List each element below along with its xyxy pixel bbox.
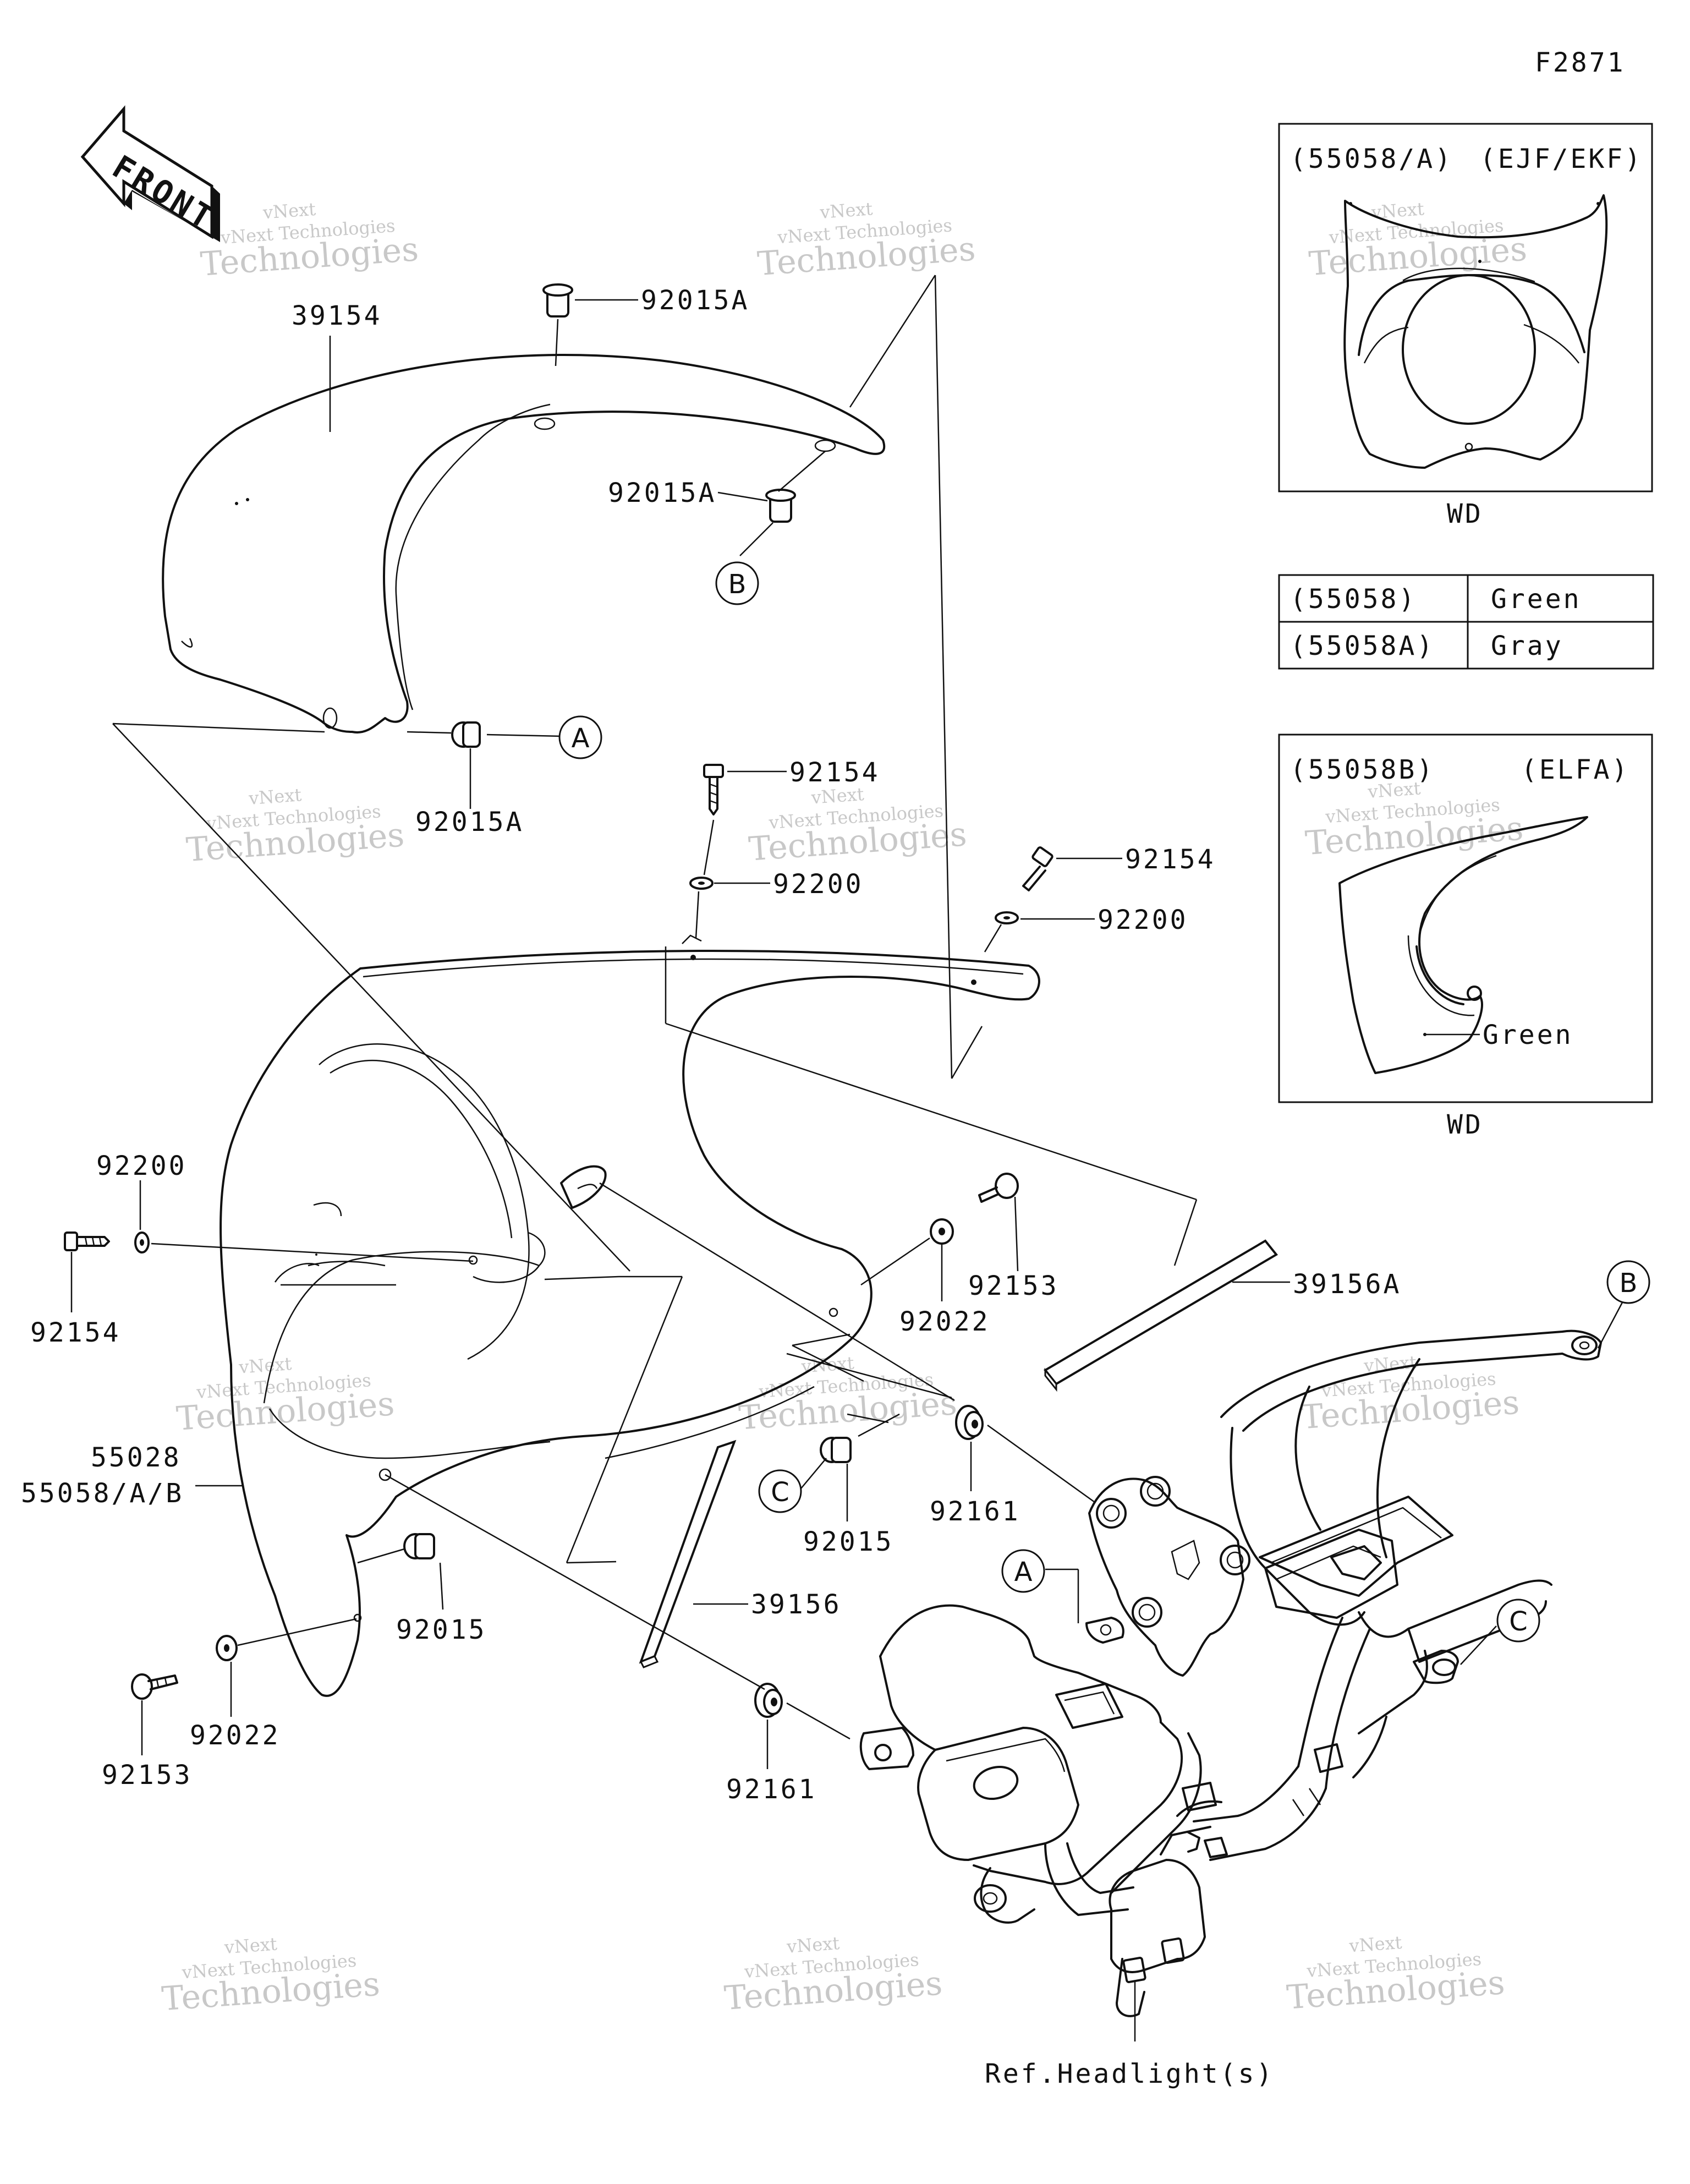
upper-cowl: [220, 934, 1040, 1697]
front-arrow-icon: FRONT: [80, 105, 222, 242]
bolt-92153-right: [978, 1173, 1019, 1203]
label-92015A-left: 92015A: [415, 807, 524, 838]
callout-c2-letter: C: [1509, 1606, 1528, 1637]
watermark-line1: vNext: [1370, 198, 1425, 223]
label-39156A: 39156A: [1293, 1269, 1401, 1300]
label-92200-top: 92200: [773, 869, 864, 900]
bolt-92154-left: [64, 1231, 110, 1251]
watermark-line1: vNext: [810, 784, 864, 808]
label-92200-left: 92200: [96, 1151, 187, 1181]
bolt-92154-top: [703, 764, 724, 815]
callout-b2-letter: B: [1620, 1268, 1638, 1299]
label-92161-left: 92161: [726, 1774, 817, 1805]
inset-top-caption: WD: [1447, 499, 1483, 529]
callout-b1-letter: B: [728, 569, 747, 600]
watermark-line1: vNext: [1367, 778, 1421, 802]
callout-b-windshield: B: [715, 561, 759, 605]
color-table-row2-part: (55058A): [1290, 631, 1435, 661]
inset-bottom-caption: WD: [1447, 1109, 1483, 1140]
label-92154-right: 92154: [1125, 844, 1216, 875]
seal-strip-39156: [639, 1439, 737, 1668]
seal-strip-39156A: [1043, 1239, 1279, 1392]
watermark: vNext vNext Technologies Technologies: [161, 1934, 381, 2019]
label-92161-right: 92161: [930, 1496, 1020, 1527]
inset-ejf-ekf: (55058/A) (EJF/EKF) WD: [1278, 123, 1653, 529]
windshield: [162, 353, 885, 734]
watermark: vNext vNext Technologies Technologies: [756, 198, 976, 283]
label-92154-top: 92154: [789, 757, 880, 788]
watermark: vNext vNext Technologies Technologies: [1286, 1932, 1506, 2017]
inset-top-variant: (EJF/EKF): [1480, 144, 1643, 174]
callout-a2-letter: A: [1014, 1557, 1033, 1588]
label-92022-left: 92022: [190, 1720, 281, 1751]
callout-a-bracket: A: [1001, 1549, 1045, 1593]
callout-c1-letter: C: [771, 1477, 789, 1508]
inset-bottom-part: (55058B): [1290, 754, 1435, 785]
callout-c-cowl: C: [758, 1469, 802, 1513]
well-nut-92015A-top: [542, 283, 573, 318]
label-92015A-top: 92015A: [641, 285, 749, 316]
ref-headlight-label: Ref.Headlight(s): [985, 2059, 1274, 2089]
color-table-row1-color: Green: [1491, 584, 1582, 615]
callout-a1-letter: A: [572, 723, 590, 754]
label-39154: 39154: [292, 300, 382, 331]
label-92022-right: 92022: [899, 1306, 990, 1337]
watermark-line1: vNext: [223, 1934, 278, 1958]
well-nut-92015-right: [820, 1437, 852, 1463]
label-92015A-mid: 92015A: [608, 478, 716, 508]
watermark: vNext vNext Technologies Technologies: [748, 784, 968, 869]
label-92015-right: 92015: [803, 1526, 894, 1557]
label-55058AB: 55058/A/B: [21, 1478, 184, 1509]
callout-b-bracket: B: [1606, 1260, 1650, 1304]
bolt-92154-right: [1022, 846, 1053, 891]
inset-bottom-color-note: Green: [1483, 1020, 1573, 1050]
grommet-92161-left: [754, 1683, 783, 1718]
label-39156: 39156: [751, 1589, 842, 1620]
watermark-line1: vNext: [819, 198, 873, 223]
label-92153-right: 92153: [968, 1271, 1059, 1301]
watermark: vNext vNext Technologies Technologies: [723, 1933, 943, 2018]
watermark: vNext vNext Technologies Technologies: [199, 199, 420, 284]
label-92153-left: 92153: [102, 1760, 193, 1791]
well-nut-92015-left: [403, 1533, 435, 1559]
watermark-line1: vNext: [1348, 1932, 1402, 1957]
callout-c-bracket: C: [1496, 1599, 1540, 1643]
watermark-line1: vNext: [786, 1933, 840, 1957]
label-92154-left: 92154: [30, 1317, 121, 1348]
watermark-line1: vNext: [238, 1353, 292, 1378]
bolt-92153-left: [131, 1673, 178, 1700]
grommet-92161-right: [955, 1405, 984, 1440]
well-nut-92015A-left: [451, 721, 481, 748]
color-table: (55058) Green (55058A) Gray: [1278, 574, 1654, 670]
watermark: vNext vNext Technologies Technologies: [185, 784, 405, 869]
watermark-line1: vNext: [248, 784, 302, 809]
watermark: vNext vNext Technologies Technologies: [175, 1353, 396, 1438]
inset-elfa: (55058B) (ELFA) Green WD: [1278, 734, 1653, 1140]
watermark-line1: vNext: [262, 199, 316, 223]
inset-top-part: (55058/A): [1290, 144, 1453, 174]
label-55028: 55028: [91, 1442, 182, 1473]
figure-code: F2871: [1535, 47, 1626, 78]
callout-a-windshield: A: [558, 715, 602, 759]
color-table-row1-part: (55058): [1290, 584, 1417, 615]
label-92015-left: 92015: [396, 1614, 487, 1645]
inset-bottom-variant: (ELFA): [1521, 754, 1629, 785]
label-92200-right: 92200: [1098, 905, 1188, 935]
well-nut-92015A-mid: [765, 489, 796, 523]
color-table-row2-color: Gray: [1491, 631, 1563, 661]
